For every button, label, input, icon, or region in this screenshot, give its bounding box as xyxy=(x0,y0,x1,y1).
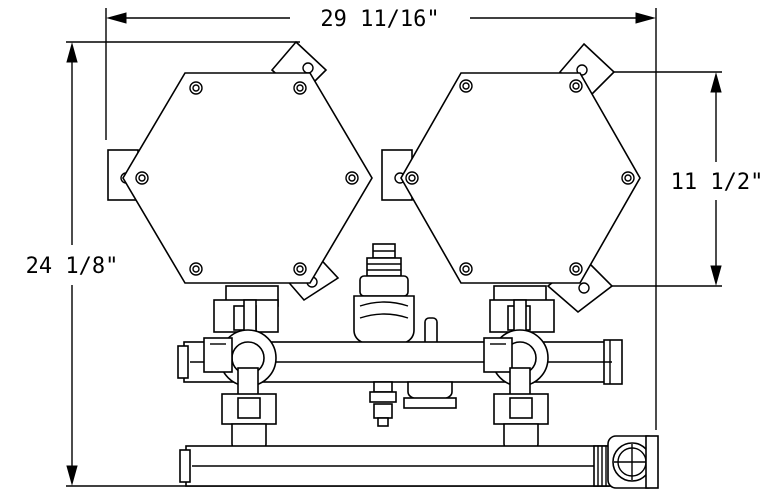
right-valve-stack xyxy=(483,285,555,453)
lower-right-strainer xyxy=(593,435,659,489)
left-valve-stack xyxy=(203,285,279,453)
left-hex-bolts xyxy=(135,81,359,276)
center-fittings xyxy=(369,381,457,427)
center-filter-assembly xyxy=(353,243,438,347)
right-hex-bolts xyxy=(405,79,635,276)
width-dimension-label: 29 11/16" xyxy=(320,7,439,32)
hex-height-dimension: 11 1/2" xyxy=(600,71,764,287)
width-dimension: 29 11/16" xyxy=(105,7,657,430)
height-dimension-label: 24 1/8" xyxy=(26,254,119,279)
right-hex-housing xyxy=(381,42,641,314)
lower-pipe xyxy=(179,445,609,487)
hex-height-dimension-label: 11 1/2" xyxy=(671,170,764,195)
left-hex-housing xyxy=(107,40,373,302)
